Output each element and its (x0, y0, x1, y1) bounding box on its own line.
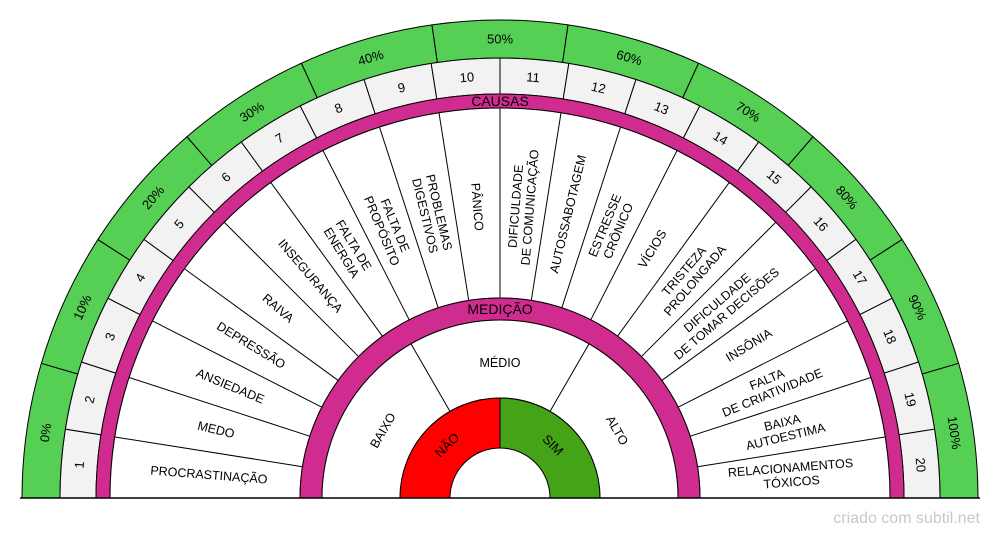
answer-segment (399, 397, 501, 499)
cause-divider (641, 221, 777, 357)
causas-title: CAUSAS (471, 93, 529, 109)
number-label: 10 (459, 69, 475, 85)
percent-label: 40% (356, 47, 386, 69)
cause-divider (322, 150, 410, 321)
level-label: MÉDIO (480, 355, 521, 370)
percent-label: 60% (615, 47, 645, 69)
cause-divider (114, 436, 303, 468)
watermark: criado com subtil.net (833, 510, 980, 527)
cause-divider (152, 320, 323, 408)
number-label: 19 (901, 391, 919, 409)
answer-segment (499, 397, 601, 499)
cause-divider (379, 126, 439, 308)
cause-divider (270, 182, 383, 337)
cause-divider (697, 436, 886, 468)
number-label: 17 (850, 267, 870, 287)
cause-divider (438, 112, 470, 301)
medicao-title: MEDIÇÃO (467, 301, 532, 317)
number-label: 9 (396, 80, 407, 96)
number-label: 14 (710, 128, 730, 148)
level-divider (549, 343, 590, 412)
cause-divider (590, 150, 678, 321)
number-label: 20 (913, 457, 929, 473)
percent-band: 0%10%20%30%40%50%60%70%80%90%100% (21, 19, 979, 499)
percent-label: 50% (487, 32, 513, 47)
cause-divider (690, 377, 872, 437)
cause-label: PÂNICO (468, 182, 487, 231)
number-label: 2 (82, 394, 98, 405)
cause-divider (223, 221, 359, 357)
level-divider (410, 343, 451, 412)
cause-divider (184, 268, 339, 381)
cause-divider (677, 320, 848, 408)
cause-divider (128, 377, 310, 437)
number-label: 11 (526, 69, 541, 85)
causes-ring: PROCRASTINAÇÃOMEDOANSIEDADEDEPRESSÃORAIV… (109, 107, 891, 499)
cause-divider (617, 182, 730, 337)
number-label: 1 (72, 461, 88, 469)
cause-divider (561, 126, 621, 308)
cause-divider (530, 112, 562, 301)
percent-label: 0% (37, 422, 55, 443)
number-label: 12 (590, 79, 608, 97)
number-label: 18 (880, 327, 899, 346)
number-label: 13 (652, 98, 671, 117)
percent-label: 100% (945, 415, 965, 450)
cause-divider (661, 268, 816, 381)
